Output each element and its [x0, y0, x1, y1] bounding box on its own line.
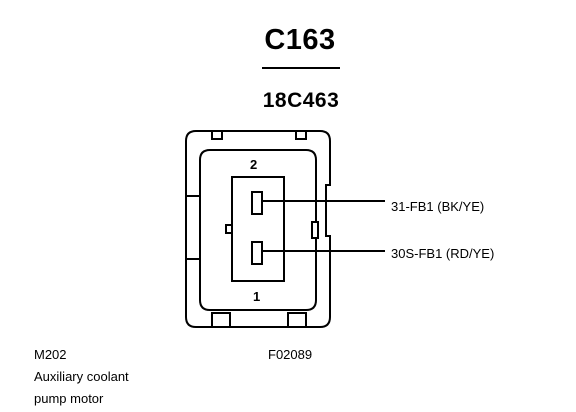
- right-latch: [311, 221, 319, 239]
- component-name-line-1: Auxiliary coolant: [34, 369, 129, 384]
- pin-number-2: 2: [250, 157, 258, 172]
- wire-label-pin-2: 31-FB1 (BK/YE): [391, 199, 485, 214]
- polarizing-key: [225, 224, 233, 234]
- component-code: M202: [34, 347, 67, 362]
- terminal-pin-2: [251, 191, 263, 215]
- connector-outer-housing: [185, 130, 331, 328]
- wire-label-pin-1: 30S-FB1 (RD/YE): [391, 246, 495, 261]
- bottom-tab: [211, 312, 231, 327]
- pin-number-1: 1: [253, 289, 261, 304]
- connector-title: C163: [264, 24, 336, 56]
- connector-part-number: 18C463: [262, 89, 340, 112]
- component-caption: M202 Auxiliary coolant pump motor: [34, 344, 129, 410]
- figure-id: F02089: [268, 347, 313, 362]
- top-notch: [211, 130, 223, 140]
- bottom-tab: [287, 312, 307, 327]
- terminal-pin-1: [251, 241, 263, 265]
- top-notch: [295, 130, 307, 140]
- component-name-line-2: pump motor: [34, 391, 104, 406]
- connector-inner-housing: [199, 149, 317, 311]
